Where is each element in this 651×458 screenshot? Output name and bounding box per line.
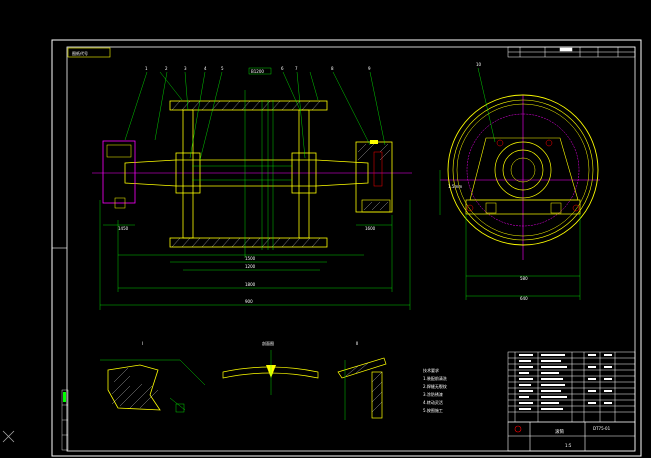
- title-block: [507, 421, 636, 452]
- svg-text:4.转动灵活: 4.转动灵活: [423, 399, 443, 405]
- parts-list: [507, 351, 636, 423]
- left-bearing-cap: [106, 144, 132, 158]
- revision-marker: [63, 392, 66, 402]
- svg-text:1: 1: [145, 66, 148, 71]
- left-bearing-foot: [114, 197, 126, 209]
- top-right-table: [507, 46, 636, 58]
- detail-b: 剖面图: [222, 340, 319, 395]
- svg-text:3.涂防锈漆: 3.涂防锈漆: [423, 391, 443, 397]
- left-revision-strip: [61, 389, 69, 451]
- parts-list-text: [519, 354, 612, 410]
- dim-6: 1600: [365, 226, 376, 231]
- dim-3: 1800: [245, 282, 256, 287]
- dim-4: 900: [245, 299, 253, 304]
- svg-text:1.装配前清洗: 1.装配前清洗: [423, 375, 447, 381]
- svg-text:6: 6: [281, 66, 284, 71]
- part-numbers: 1 2 3 4 5 6 7 8 9: [145, 66, 371, 71]
- svg-text:2.焊缝无裂纹: 2.焊缝无裂纹: [423, 383, 447, 389]
- side-base: [465, 199, 581, 215]
- svg-text:9: 9: [368, 66, 371, 71]
- dim-5: 1450: [118, 226, 129, 231]
- left-end-plate: [182, 109, 194, 239]
- svg-text:2: 2: [165, 66, 168, 71]
- svg-text:3: 3: [184, 66, 187, 71]
- top-callout-box: [248, 67, 272, 75]
- main-dimensions: [99, 200, 411, 310]
- right-hub: [291, 152, 317, 194]
- drum-shell-top: [169, 100, 328, 111]
- side-dim-1: 580: [520, 276, 528, 281]
- shell-hatch: [171, 100, 321, 248]
- outer-rim: [447, 94, 599, 246]
- right-housing-hatch: [357, 143, 391, 211]
- section-b-label: 剖面图: [262, 340, 274, 346]
- ucs-x-icon: [2, 430, 15, 443]
- leaders: [124, 71, 386, 161]
- right-bearing-base: [361, 199, 391, 213]
- svg-text:5: 5: [221, 66, 224, 71]
- company-logo: [514, 425, 522, 433]
- svg-text:7: 7: [295, 66, 298, 71]
- side-dim-2: 640: [520, 296, 528, 301]
- grease-nipple: [370, 140, 378, 144]
- corner-tag: 图纸代号: [72, 50, 88, 56]
- svg-text:5.按图施工: 5.按图施工: [423, 407, 443, 413]
- svg-text:4: 4: [204, 66, 207, 71]
- technical-notes: 技术要求 1.装配前清洗 2.焊缝无裂纹 3.涂防锈漆 4.转动灵活 5.按图施…: [423, 367, 447, 413]
- title-block-code: DT75-01: [593, 426, 611, 431]
- detail-a: Ⅰ: [100, 341, 206, 413]
- right-seal: [373, 151, 383, 187]
- section-c-label: Ⅱ: [356, 341, 358, 346]
- svg-text:技术要求: 技术要求: [423, 367, 439, 373]
- bearing-outline: [469, 137, 579, 201]
- drum-shell-bottom: [169, 237, 328, 248]
- sheet-border: [51, 39, 642, 457]
- top-callout: B1200: [251, 69, 264, 74]
- inner-lines: [192, 90, 292, 258]
- section-a-label: Ⅰ: [142, 341, 143, 346]
- dim-2: 1500: [245, 256, 256, 261]
- title-block-scale: 1:5: [565, 443, 572, 448]
- main-view: 1 2 3 4 5 6 7 8 9 B1200 1200 1500: [92, 66, 412, 310]
- title-block-name: 滚筒: [555, 428, 564, 435]
- right-end-plate: [298, 109, 310, 239]
- side-dimensions: [439, 170, 581, 300]
- svg-text:8: 8: [331, 66, 334, 71]
- detail-c: Ⅱ: [337, 341, 387, 420]
- svg-text:10: 10: [476, 62, 482, 67]
- left-bearing-block: [102, 140, 136, 204]
- corner-tag-box: [67, 47, 111, 58]
- side-dim-3: 1.5mm: [448, 184, 462, 189]
- side-view: 10 580 640 1.5mm: [439, 62, 600, 301]
- inner-border: [66, 46, 636, 452]
- dim-1: 1200: [245, 264, 256, 269]
- shaft: [124, 159, 369, 187]
- left-hub: [175, 152, 201, 194]
